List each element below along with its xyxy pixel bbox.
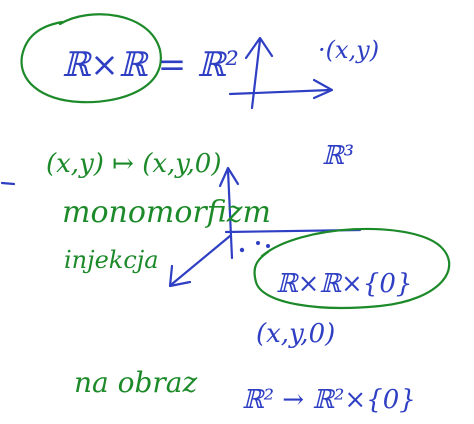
stray-dash [2,183,14,184]
note-na-obraz: na obraz [74,366,197,399]
note-map-xy-to-xy0: (x,y) ↦ (x,y,0) [46,149,221,179]
note-r-times-r-times-zero: ℝ×ℝ×{0} [276,269,412,299]
note-point-xy: ·(x,y) [318,36,379,64]
note-r2-to-r2-times-zero: ℝ² → ℝ²×{0} [242,385,416,415]
note-monomorfizm: monomorfizm [62,195,271,230]
2d-axes-sketch [230,38,332,108]
note-point-xy0: (x,y,0) [256,319,335,349]
note-r-times-r-eq-r2: ℝ×ℝ = ℝ² [62,45,239,85]
note-injekcja: injekcja [64,246,159,274]
note-r3: ℝ³ [322,141,354,171]
